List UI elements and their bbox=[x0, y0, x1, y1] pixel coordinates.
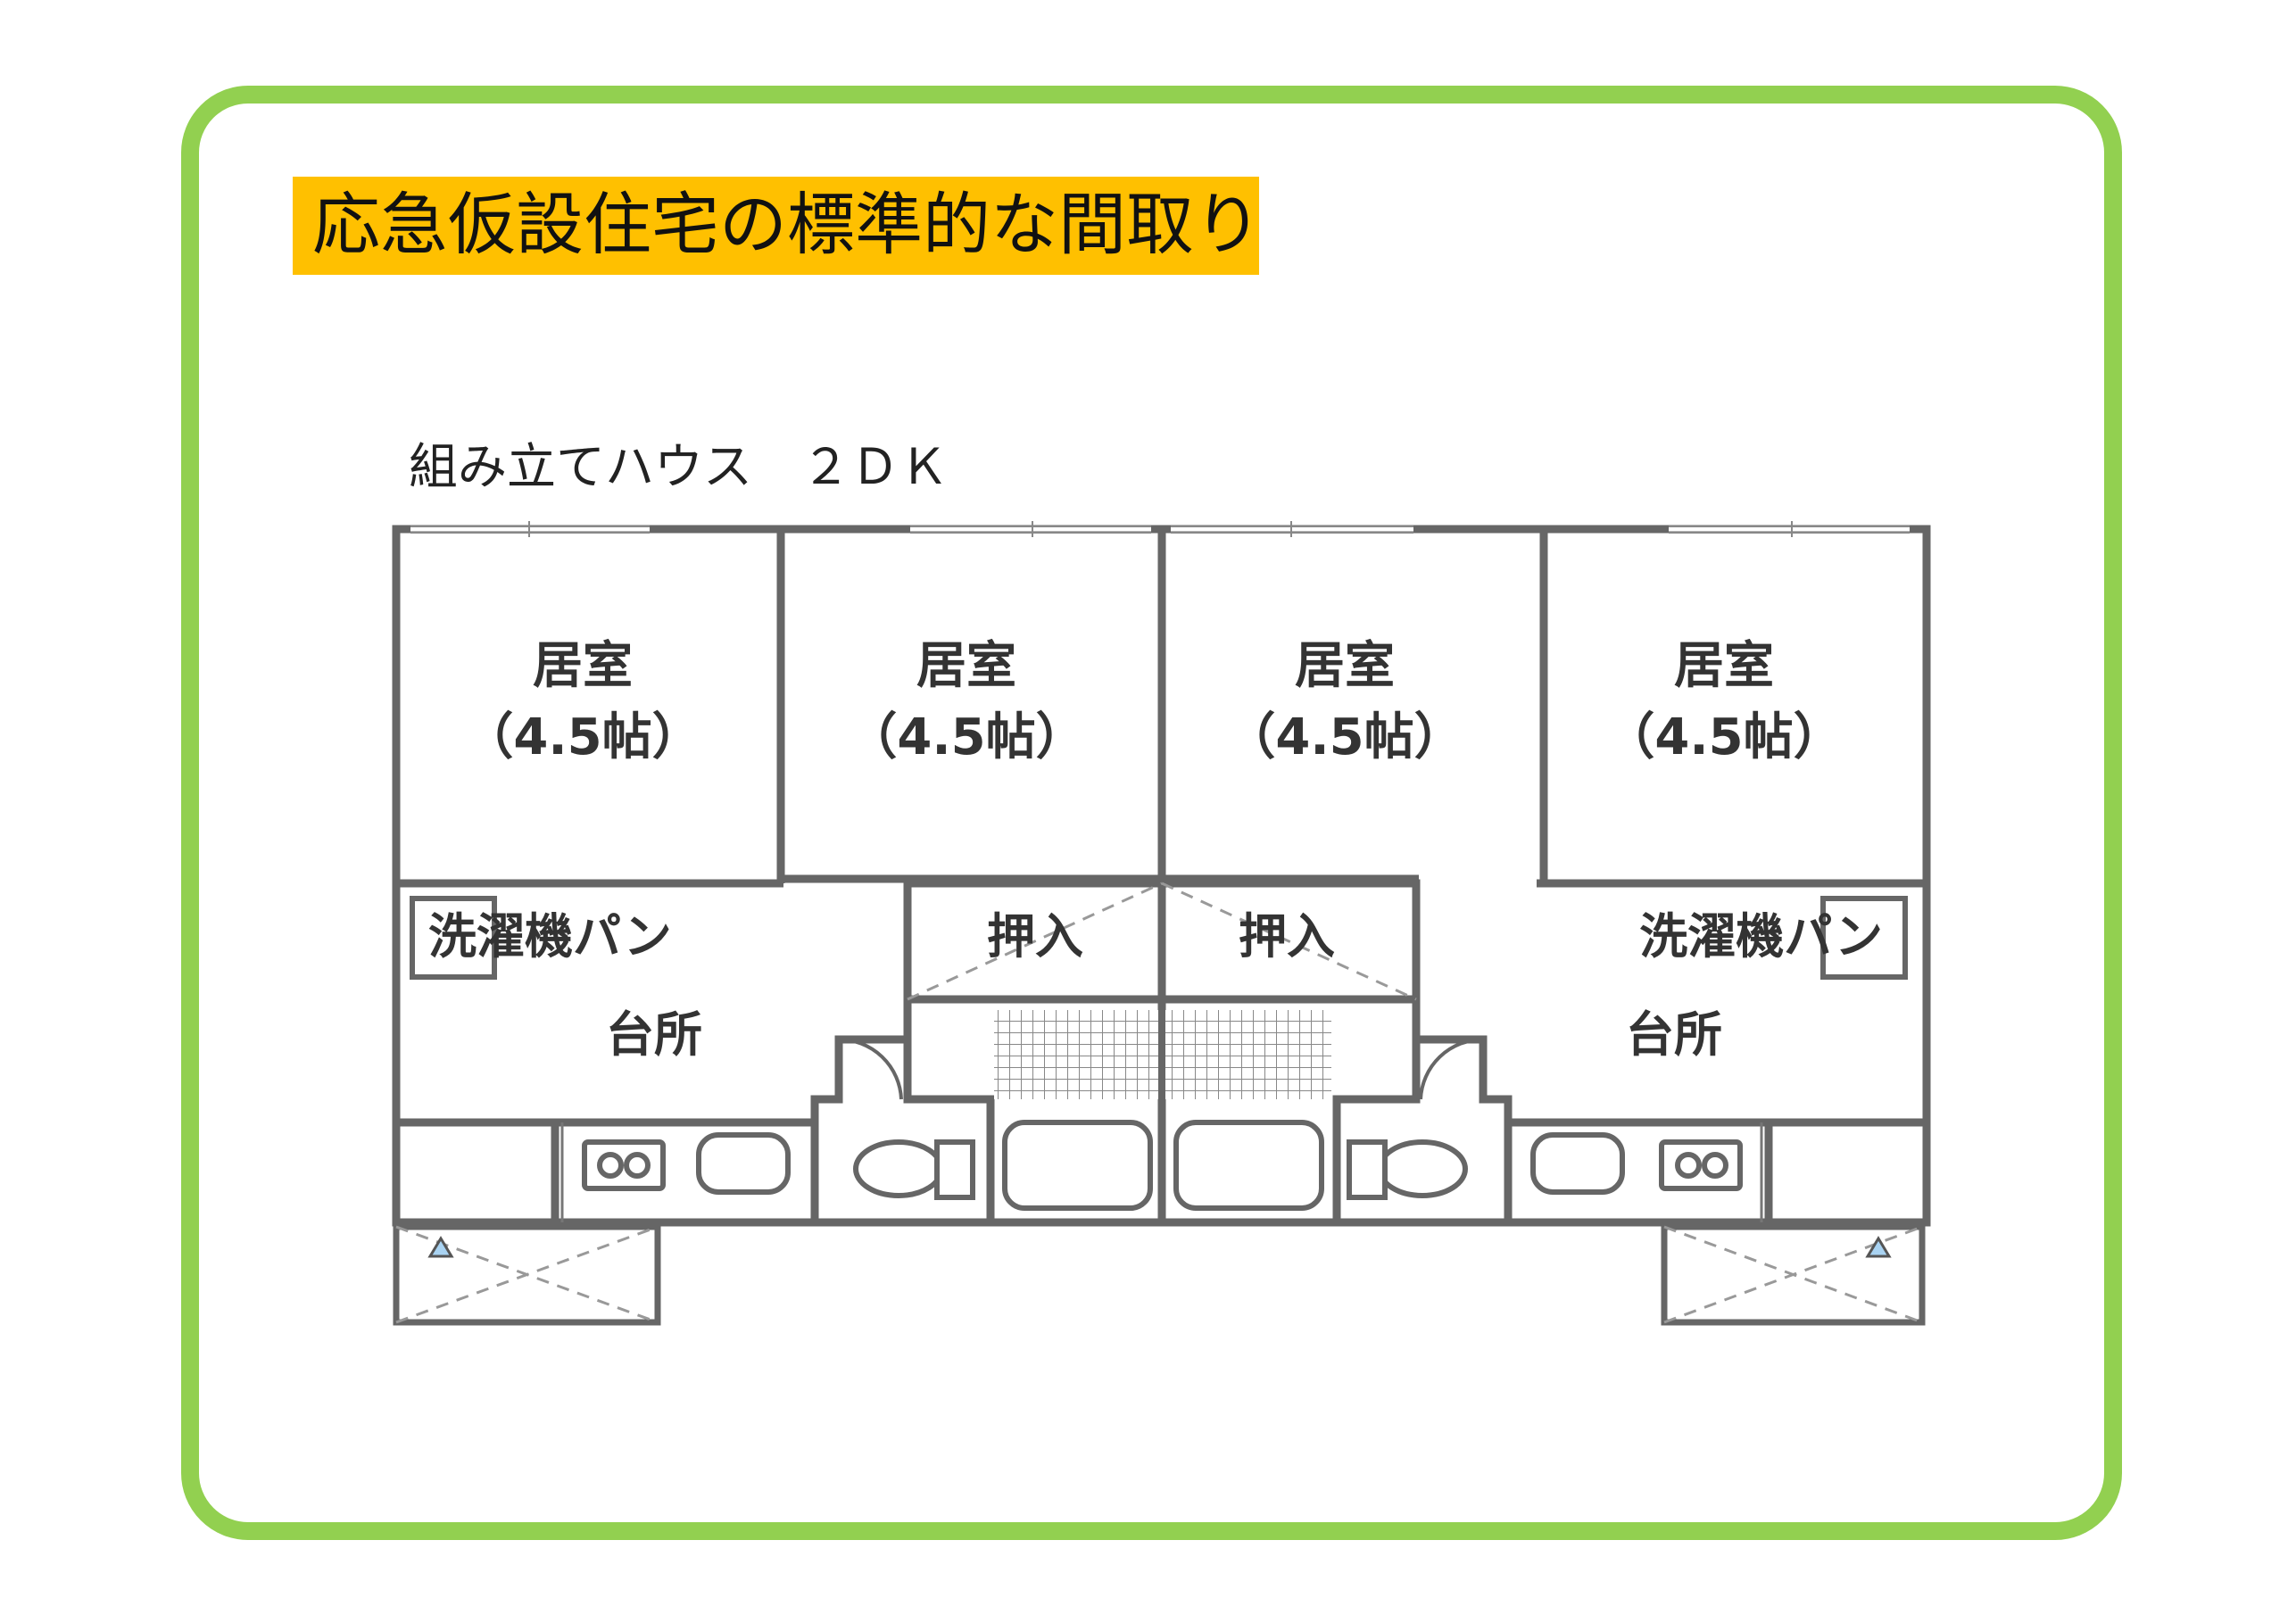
plan-subtitle: 組み立てハウス ２ＤＫ bbox=[409, 438, 949, 495]
page-title: 応急仮設住宅の標準的な間取り bbox=[312, 185, 1262, 264]
living-room-2-label: 居室 bbox=[916, 637, 1016, 695]
closet-left-label: 押入 bbox=[987, 908, 1083, 965]
interior-walls bbox=[396, 529, 1927, 1222]
washer-pans bbox=[410, 896, 1908, 980]
kitchen-left-label: 台所 bbox=[606, 1006, 702, 1063]
stoves bbox=[582, 1139, 1743, 1191]
washer-pan-left-label: 洗濯機パン bbox=[428, 908, 672, 965]
living-room-1-size: （4.5帖） bbox=[463, 708, 701, 766]
fixture-lines bbox=[560, 1122, 1763, 1222]
living-room-2-size: （4.5帖） bbox=[847, 708, 1085, 766]
living-room-1-label: 居室 bbox=[533, 637, 633, 695]
kitchen-right-label: 台所 bbox=[1626, 1006, 1722, 1063]
bathtubs bbox=[1002, 1120, 1324, 1211]
window-frames bbox=[410, 521, 1910, 537]
toilet-doors bbox=[838, 1037, 1484, 1100]
content-frame bbox=[181, 86, 2122, 1540]
toilets bbox=[853, 1139, 1468, 1200]
sinks bbox=[696, 1132, 1625, 1195]
living-room-4-size: （4.5帖） bbox=[1604, 708, 1843, 766]
bath-tile-right bbox=[1165, 1010, 1331, 1099]
living-room-4-label: 居室 bbox=[1674, 637, 1774, 695]
closet-right-label: 押入 bbox=[1239, 908, 1335, 965]
living-room-3-label: 居室 bbox=[1295, 637, 1395, 695]
living-room-3-size: （4.5帖） bbox=[1225, 708, 1463, 766]
washer-pan-right-label: 洗濯機パン bbox=[1639, 908, 1883, 965]
water-heater-markers bbox=[427, 1236, 1892, 1258]
bath-tile-left bbox=[994, 1010, 1158, 1099]
room-labels: 居室 （4.5帖） 居室 （4.5帖） 居室 （4.5帖） 居室 （4.5帖） … bbox=[428, 637, 1883, 1063]
title-banner: 応急仮設住宅の標準的な間取り bbox=[293, 177, 1262, 275]
